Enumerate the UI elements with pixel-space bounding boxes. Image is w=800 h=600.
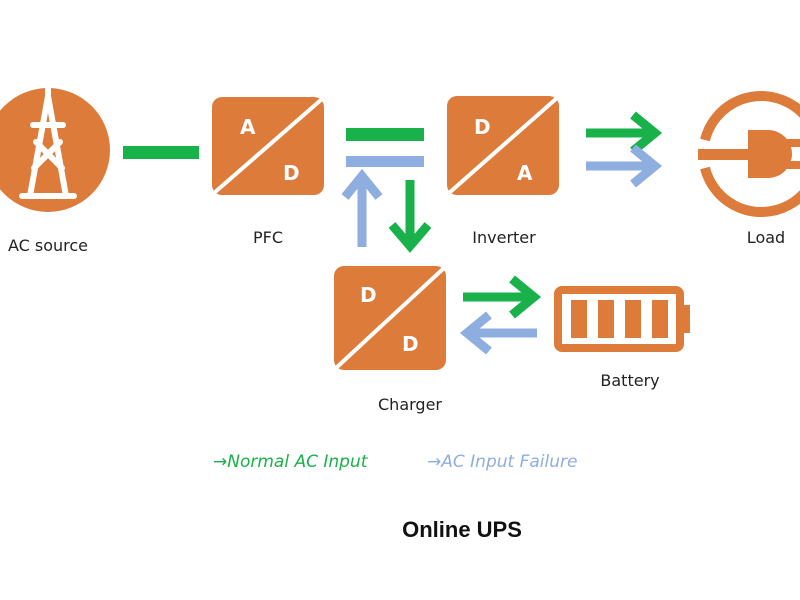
ac-source-label: AC source bbox=[7, 236, 89, 255]
battery-label: Battery bbox=[600, 371, 660, 390]
plug-icon bbox=[698, 91, 800, 217]
charger-block: D D bbox=[334, 266, 446, 370]
legend-normal-arrow: → bbox=[213, 452, 228, 472]
battery-node bbox=[554, 286, 690, 352]
charger-to-battery-normal-arrow bbox=[463, 275, 542, 319]
load-node bbox=[698, 91, 800, 217]
dc-bus-failure-line bbox=[346, 156, 424, 167]
bus-to-charger-normal-arrow bbox=[388, 180, 432, 253]
inverter-block: D A bbox=[447, 96, 559, 195]
charger-bottom-letter: D bbox=[402, 332, 419, 356]
pfc-label: PFC bbox=[252, 228, 284, 247]
legend-normal-label: Normal AC Input bbox=[227, 452, 368, 472]
load-label: Load bbox=[746, 228, 786, 247]
charger-label: Charger bbox=[378, 395, 442, 414]
dc-bus-normal-line bbox=[346, 128, 424, 141]
legend-normal: →Normal AC Input bbox=[213, 452, 367, 472]
charger-to-bus-failure-arrow bbox=[341, 168, 383, 247]
inverter-bottom-letter: A bbox=[517, 161, 533, 185]
transmission-tower-icon bbox=[0, 83, 110, 212]
ac-to-pfc-line bbox=[123, 146, 199, 159]
pfc-bottom-letter: D bbox=[283, 161, 300, 185]
legend-failure-label: AC Input Failure bbox=[441, 452, 578, 472]
inverter-to-load-normal-arrow bbox=[586, 111, 663, 155]
legend-failure: →AC Input Failure bbox=[427, 452, 577, 472]
inverter-top-letter: D bbox=[474, 115, 491, 139]
pfc-top-letter: A bbox=[240, 115, 256, 139]
pfc-block: A D bbox=[212, 97, 324, 195]
charger-top-letter: D bbox=[360, 283, 377, 307]
inverter-to-load-failure-arrow bbox=[586, 144, 663, 188]
legend-failure-arrow: → bbox=[427, 452, 442, 472]
inverter-label: Inverter bbox=[472, 228, 536, 247]
battery-icon bbox=[554, 286, 690, 352]
battery-to-charger-failure-arrow bbox=[459, 311, 537, 355]
ac-source-node bbox=[0, 83, 110, 212]
diagram-title: Online UPS bbox=[402, 517, 522, 542]
